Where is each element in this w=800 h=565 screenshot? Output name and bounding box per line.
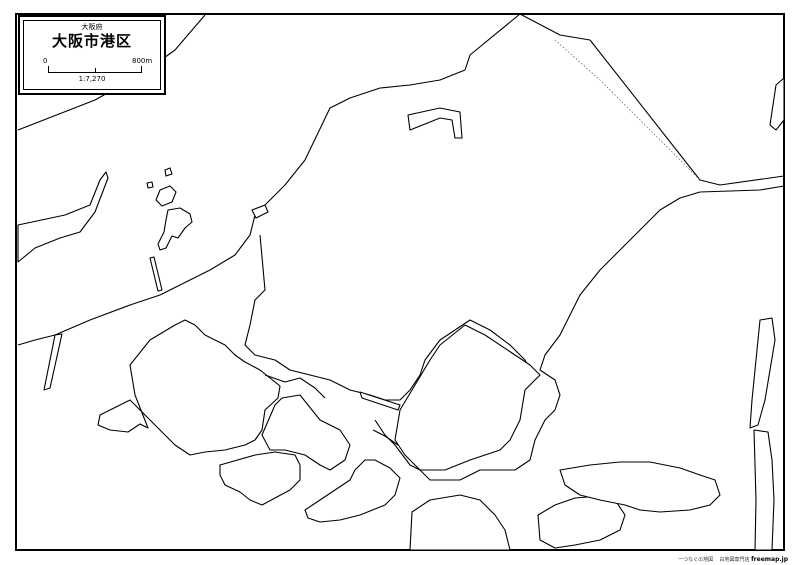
land-block <box>261 394 351 471</box>
credit-middle: 白地図専門店 <box>719 557 750 563</box>
land-block <box>559 461 721 513</box>
land-block <box>219 451 301 506</box>
scale-ratio-label: 1:7,270 <box>78 75 106 83</box>
pier <box>407 107 463 139</box>
land-block <box>304 459 401 523</box>
ward-boundary <box>554 39 701 181</box>
land-block <box>394 324 541 471</box>
coastline <box>374 185 785 481</box>
scale-bar-midtick <box>95 68 96 72</box>
coastline <box>519 13 785 186</box>
land-block <box>753 429 775 551</box>
coastline <box>372 429 399 446</box>
land-block <box>97 319 281 456</box>
credit-left: 一つなぐの地図 <box>678 557 714 563</box>
land-block <box>409 494 511 551</box>
island <box>164 167 173 177</box>
legend-inner-border: 大阪府 大阪市港区 0 800m 1:7,270 <box>23 20 161 90</box>
coastline <box>264 374 326 399</box>
pier <box>769 77 785 131</box>
pier <box>149 256 163 292</box>
map-title: 大阪市港区 <box>51 32 132 50</box>
prefecture-label: 大阪府 <box>81 23 103 31</box>
pier <box>43 333 63 391</box>
map-legend: 大阪府 大阪市港区 0 800m 1:7,270 <box>18 15 166 95</box>
pier <box>359 391 401 411</box>
scale-start-label: 0 <box>43 57 48 65</box>
credit-line: 一つなぐの地図 白地図専門店 freemap.jp <box>678 556 788 564</box>
land-block <box>537 495 626 549</box>
scale-end-label: 800m <box>132 57 153 65</box>
map-frame <box>15 13 785 551</box>
island <box>157 207 193 251</box>
pier <box>251 204 269 219</box>
pier <box>749 317 776 429</box>
island <box>146 181 154 189</box>
credit-brand: freemap.jp <box>751 556 788 563</box>
breakwater <box>17 171 109 263</box>
island <box>155 185 177 207</box>
scale-bar <box>48 66 142 73</box>
